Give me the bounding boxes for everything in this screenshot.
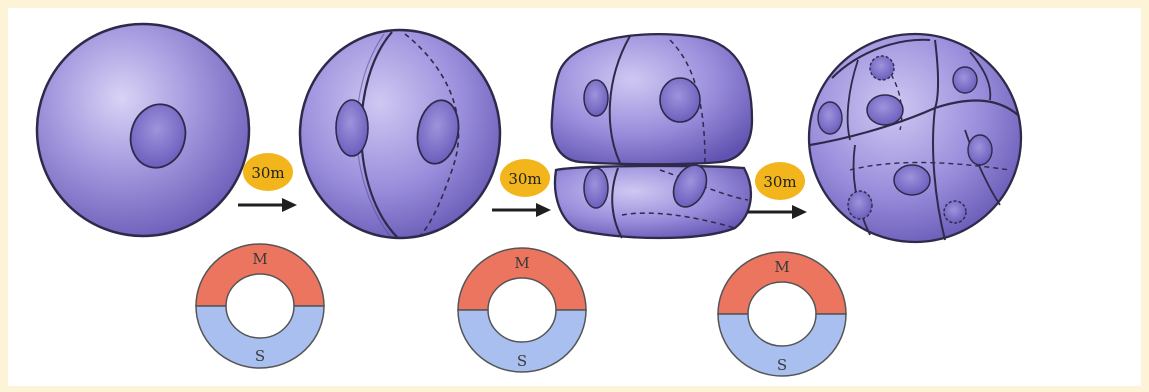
m-phase-label: M bbox=[774, 258, 789, 276]
timer-2: 30m bbox=[492, 159, 551, 217]
two-cell-embryo bbox=[300, 30, 500, 238]
m-phase-label: M bbox=[252, 250, 267, 268]
nucleus bbox=[818, 102, 842, 134]
nucleus bbox=[867, 95, 903, 125]
timer-label: 30m bbox=[251, 164, 284, 182]
nucleus bbox=[848, 191, 872, 219]
timer-1: 30m bbox=[238, 153, 297, 212]
four-cell-embryo bbox=[552, 34, 752, 238]
arrow-right-icon bbox=[238, 198, 297, 212]
cell-cycle-ring-1: M S bbox=[196, 244, 324, 368]
timer-3: 30m bbox=[748, 162, 807, 219]
s-phase-label: S bbox=[517, 352, 527, 370]
nucleus bbox=[968, 135, 992, 165]
s-phase-label: S bbox=[255, 347, 265, 365]
nucleus bbox=[944, 201, 966, 223]
m-phase-label: M bbox=[514, 254, 529, 272]
timer-label: 30m bbox=[763, 173, 796, 191]
nucleus bbox=[894, 165, 930, 195]
nucleus bbox=[953, 67, 977, 93]
nucleus bbox=[870, 56, 894, 80]
nucleus bbox=[336, 100, 368, 156]
nucleus bbox=[660, 78, 700, 122]
timer-label: 30m bbox=[508, 170, 541, 188]
arrow-right-icon bbox=[492, 203, 551, 217]
s-phase-label: S bbox=[777, 356, 787, 374]
morula-embryo bbox=[809, 34, 1021, 242]
nucleus bbox=[584, 168, 608, 208]
arrow-right-icon bbox=[748, 205, 807, 219]
zygote-cell bbox=[37, 24, 249, 236]
cell-cycle-ring-3: M S bbox=[718, 252, 846, 376]
nucleus bbox=[584, 80, 608, 116]
cell-cycle-ring-2: M S bbox=[458, 248, 586, 372]
